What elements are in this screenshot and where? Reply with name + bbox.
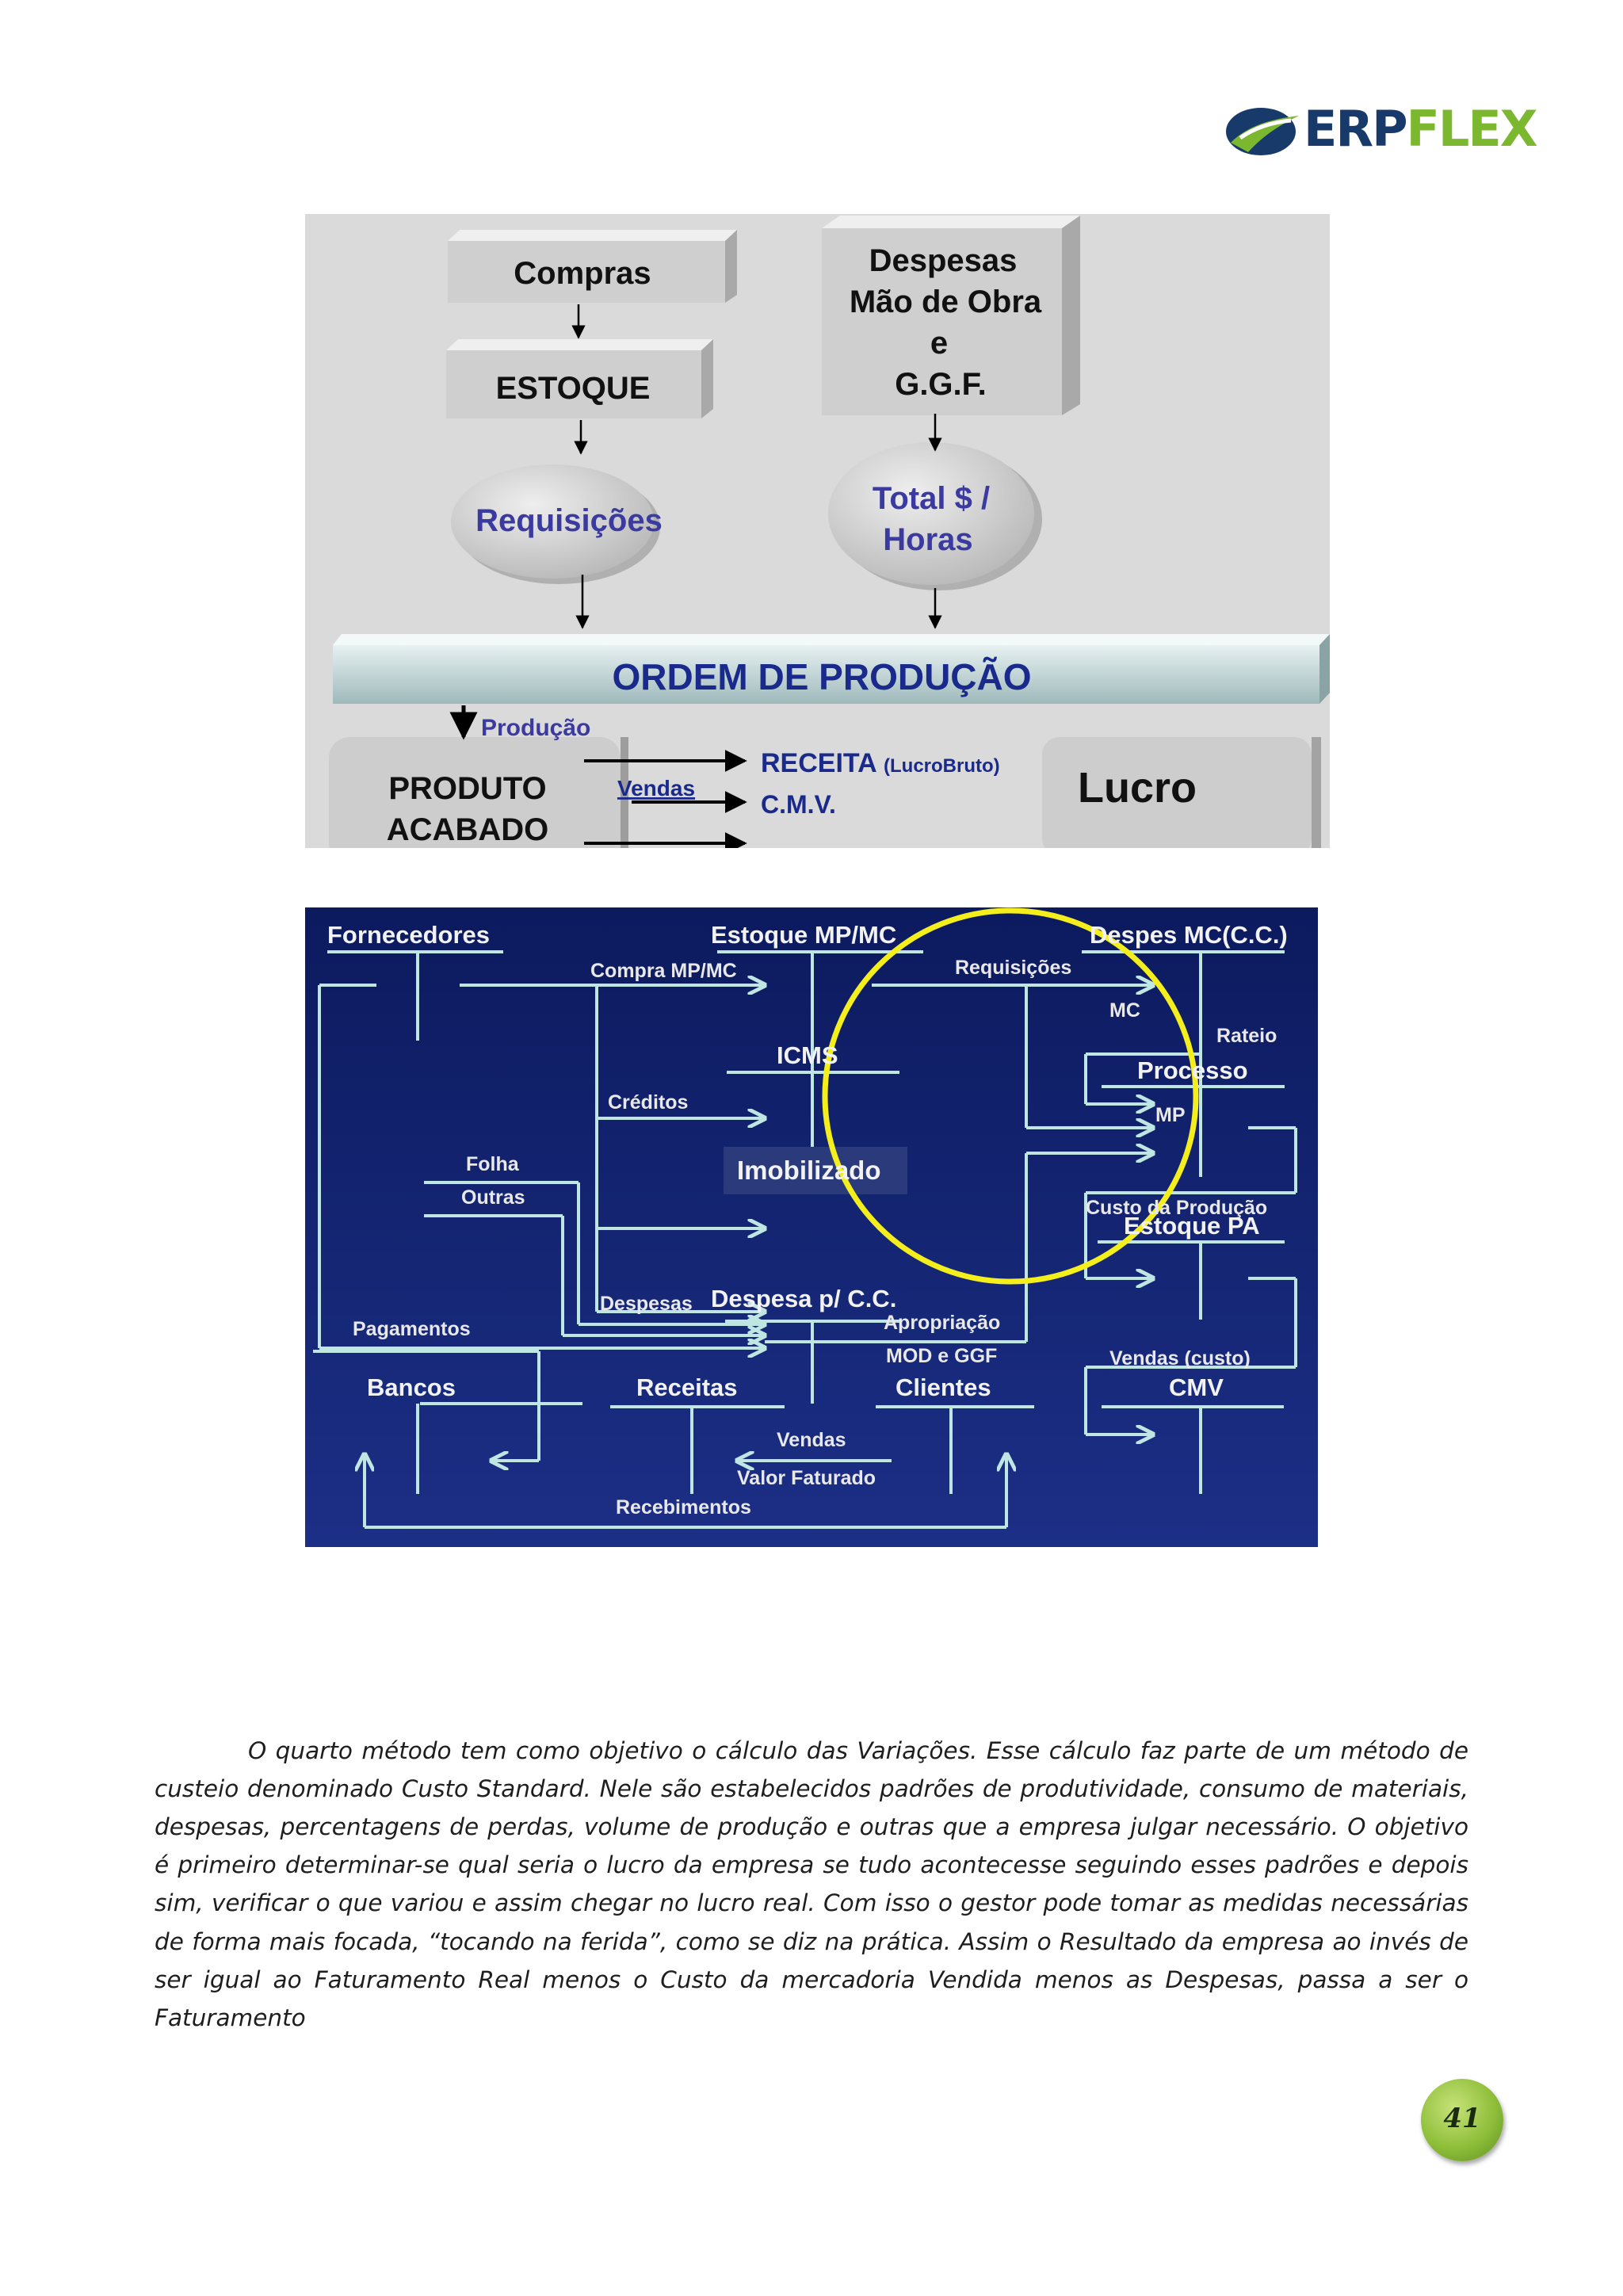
body-paragraph: O quarto método tem como objetivo o cálc… [155,1736,1468,2031]
logo-wordmark: ERPFLEX [1304,105,1538,154]
flow-recebimentos: Recebimentos [616,1496,751,1519]
flow-rateio: Rateio [1216,1025,1277,1047]
account-imobilizado: Imobilizado [737,1156,881,1185]
account-processo: Processo [1137,1056,1248,1084]
production-flow-diagram: Compras ESTOQUE Despesas Mão de Obra e G… [305,214,1330,848]
account-despes-mc: Despes MC(C.C.) [1090,921,1288,949]
highlight-circle [822,907,1199,1285]
logo-swoosh-icon [1226,108,1299,155]
label-producao: Produção [481,715,590,741]
erpflex-logo: ERPFLEX [1224,94,1538,173]
produto-acabado-box [329,737,628,848]
account-fornecedores: Fornecedores [327,921,490,949]
label-acabado: ACABADO [387,812,548,847]
flow-folha: Folha [466,1153,520,1175]
label-cmv: C.M.V. [761,790,836,819]
label-despesas-2: Mão de Obra [850,285,1042,319]
logo-erp: ERP [1304,100,1408,158]
flow-vendas-custo: Vendas (custo) [1109,1347,1251,1370]
flow-compra: Compra MP/MC [590,960,737,982]
label-despesas-4: G.G.F. [895,367,987,402]
flow-despesas: Despesas [600,1293,693,1315]
label-ordem-producao: ORDEM DE PRODUÇÃO [612,656,1031,697]
flow-custo-producao: Custo da Produção [1086,1197,1267,1219]
label-despesas-3: e [930,326,948,361]
flow-valor-faturado: Valor Faturado [737,1467,876,1489]
account-despesa-cc: Despesa p/ C.C. [711,1285,896,1312]
lucro-box [1042,737,1321,848]
flow-apropriacao: Apropriação [884,1312,1000,1334]
label-horas: Horas [883,522,972,557]
flow-mp: MP [1155,1104,1186,1126]
account-flow-diagram: Fornecedores Estoque MP/MC Despes MC(C.C… [305,907,1318,1547]
flow-vendas: Vendas [777,1429,846,1451]
page-number: 41 [1443,2103,1481,2134]
flow-creditos: Créditos [608,1091,688,1114]
estoque-box [446,339,713,418]
imobilizado-box [724,1147,907,1194]
flow-outras: Outras [461,1186,525,1209]
flow-pagamentos: Pagamentos [353,1318,471,1340]
flow-mc: MC [1109,999,1140,1022]
label-receita: RECEITA [761,748,877,778]
requisicoes-ellipse [451,464,654,579]
account-estoque-mp: Estoque MP/MC [711,921,896,949]
ordem-producao-bar [333,634,1330,704]
label-compras: Compras [514,256,651,291]
label-lucro-bruto: (LucroBruto) [884,755,1000,777]
label-produto: PRODUTO [388,771,546,806]
despesas-box [822,216,1080,415]
flow-requisicoes: Requisições [955,957,1071,979]
label-vendas: Vendas [617,776,695,800]
account-receitas: Receitas [636,1373,738,1401]
compras-box [448,230,737,303]
label-despesas-1: Despesas [869,243,1018,278]
account-cmv: CMV [1169,1373,1224,1401]
total-horas-ellipse [828,442,1034,585]
logo-flex: FLEX [1406,100,1538,158]
label-total: Total $ / [873,481,990,516]
label-lucro: Lucro [1078,764,1197,812]
flow-mod-ggf: MOD e GGF [886,1345,997,1367]
label-estoque: ESTOQUE [496,371,651,406]
page-number-badge: 41 [1421,2079,1503,2161]
account-icms: ICMS [777,1041,838,1069]
label-requisicoes: Requisições [475,503,663,538]
account-estoque-pa: Estoque PA [1124,1212,1260,1240]
account-clientes: Clientes [896,1373,991,1401]
account-bancos: Bancos [367,1373,456,1401]
